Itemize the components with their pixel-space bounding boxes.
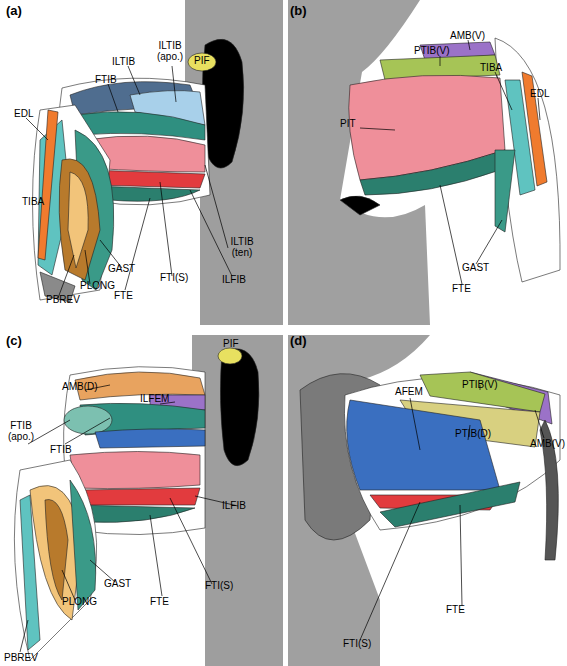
muscle-label: PLONG [80,280,115,291]
muscle-label: FTIB [95,74,117,85]
muscle-label: ILTIB (ten) [222,236,262,258]
panel-c-art [14,335,283,666]
muscle-label: FTE [150,596,169,607]
panel-b-art-part [340,196,380,215]
muscle-label: PTIB(V) [462,379,498,390]
muscle-label: TIBA [480,62,502,73]
muscle-label: PLONG [62,596,97,607]
panel-c-art-part [192,335,283,666]
panel-c-art-part [218,348,242,364]
panel-label: (a) [6,4,22,18]
panel-c-art-part [70,452,200,489]
panel-c-art-part [220,349,258,466]
muscle-label: AMB(V) [530,438,565,449]
panel-b-art [288,0,560,325]
panel-b-art-part [495,150,515,232]
muscle-label: AMB(V) [450,30,485,41]
muscle-label: ILFEM [140,393,169,404]
muscle-label: AFEM [395,386,423,397]
muscle-label: PTIB(V) [414,45,450,56]
muscle-label: GAST [462,262,489,273]
muscle-label: ILTIB (apo.) [152,40,188,62]
muscle-label: EDL [14,108,33,119]
muscle-label: FTIB (apo.) [4,420,38,442]
muscle-label: ILFIB [222,500,246,511]
muscle-label: FTIB [50,444,72,455]
muscle-label: GAST [108,263,135,274]
panel-c-art-part [20,495,40,650]
panel-label: (d) [290,334,307,348]
panel-c-art-part [64,406,112,434]
panel-c-art-part [45,500,68,601]
muscle-label: FTE [452,283,471,294]
muscle-label: PBREV [4,652,38,663]
muscle-label: PTIB(D) [455,428,491,439]
panel-a-art [33,0,284,325]
muscle-label: TIBA [22,196,44,207]
panel-b-art-part [495,38,560,282]
panel-d-art-part [380,482,520,527]
panel-a-art-part [59,159,100,280]
panel-c-art-part [14,460,96,660]
panel-d-art-part [347,400,500,490]
muscle-label: ILTIB [112,56,135,67]
muscle-label: EDL [530,88,549,99]
muscle-label: AMB(D) [62,381,98,392]
muscle-label: FTI(S) [205,580,233,591]
muscle-label: GAST [104,578,131,589]
panel-a-art-part [38,110,58,260]
muscle-label: FTI(S) [160,272,188,283]
panel-d-art [288,335,560,666]
muscle-label: ILFIB [222,274,246,285]
panel-label: (c) [6,334,22,348]
panel-a-art-part [68,172,88,268]
muscle-label: FTE [114,290,133,301]
leader-lines [20,40,544,652]
panel-b-art-part [360,150,505,195]
muscle-label: PIT [340,118,356,129]
muscle-label: FTE [446,604,465,615]
panel-label: (b) [290,4,307,18]
muscle-label: PIF [223,338,239,349]
panel-a-art-part [188,53,216,71]
panel-c-art-part [95,429,205,448]
panel-c-art-part [80,488,200,505]
muscle-label: PBREV [46,294,80,305]
panel-c-art-part [70,480,96,610]
muscle-label: PIF [194,55,210,66]
muscle-label: FTI(S) [343,638,371,649]
